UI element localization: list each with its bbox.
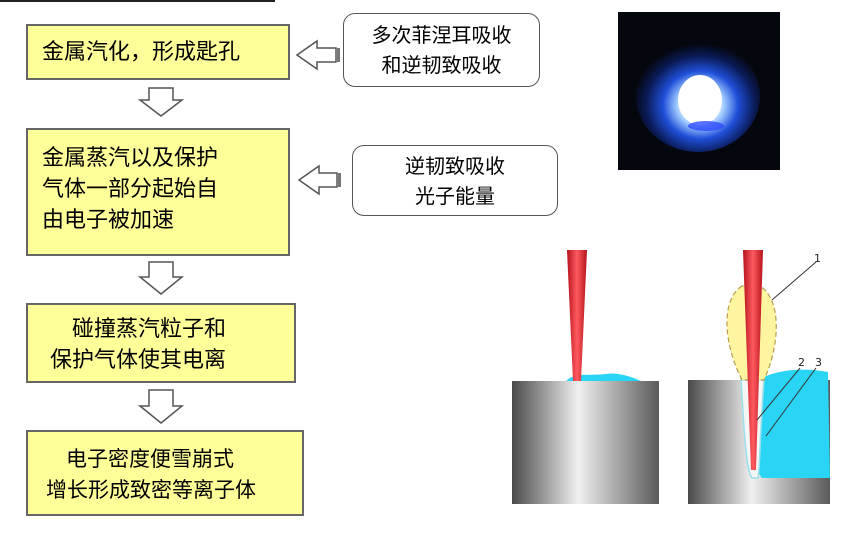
melt-pool-right <box>751 369 830 478</box>
plasma-core <box>678 75 722 125</box>
down-arrow-1 <box>137 87 185 117</box>
photon-energy-note: 逆韧致吸收 光子能量 <box>352 145 558 216</box>
step1-line1: 金属汽化，形成匙孔 <box>42 40 241 65</box>
down-arrow-3 <box>137 389 185 424</box>
left-arrow-2 <box>297 164 338 196</box>
step4-line1: 电子密度便雪崩式 <box>66 447 234 471</box>
step4-line2: 增长形成致密等离子体 <box>46 478 256 502</box>
left-arrow-1 <box>295 39 337 71</box>
leader-line-1 <box>771 261 817 301</box>
label-3: 3 <box>815 356 822 369</box>
step2-line1: 金属蒸汽以及保护 <box>42 146 219 171</box>
flow-step-electron-acceleration: 金属蒸汽以及保护 气体一部分起始自 由电子被加速 <box>26 128 290 256</box>
beam-right <box>743 250 763 470</box>
leader-line-2 <box>756 367 801 421</box>
flow-step-ionization: 碰撞蒸汽粒子和 保护气体使其电离 <box>26 303 296 383</box>
beam-left <box>567 250 587 381</box>
left-arrow-1-tail <box>337 48 340 62</box>
flow-step-vaporization: 金属汽化，形成匙孔 <box>26 24 290 80</box>
down-arrow-2 <box>137 261 185 295</box>
top-rule <box>0 0 275 2</box>
note2-line1: 逆韧致吸收 <box>405 154 505 178</box>
flow-step-plasma-formation: 电子密度便雪崩式 增长形成致密等离子体 <box>26 430 304 516</box>
left-arrow-2-tail <box>338 173 341 187</box>
step3-line1: 碰撞蒸汽粒子和 <box>72 317 227 342</box>
label-2: 2 <box>798 356 805 369</box>
plasma-rim <box>688 121 724 131</box>
note2-line2: 光子能量 <box>415 184 495 208</box>
absorption-note: 多次菲涅耳吸收 和逆韧致吸收 <box>343 13 540 87</box>
workpiece-left <box>512 381 659 504</box>
melt-left <box>566 373 641 381</box>
label-1: 1 <box>814 252 821 265</box>
step2-line2: 气体一部分起始自 <box>42 177 219 202</box>
step2-line3: 由电子被加速 <box>42 208 175 233</box>
note1-line2: 和逆韧致吸收 <box>381 53 502 77</box>
note1-line1: 多次菲涅耳吸收 <box>371 23 512 47</box>
step3-line2: 保护气体使其电离 <box>50 348 227 373</box>
leader-line-3 <box>765 367 817 437</box>
